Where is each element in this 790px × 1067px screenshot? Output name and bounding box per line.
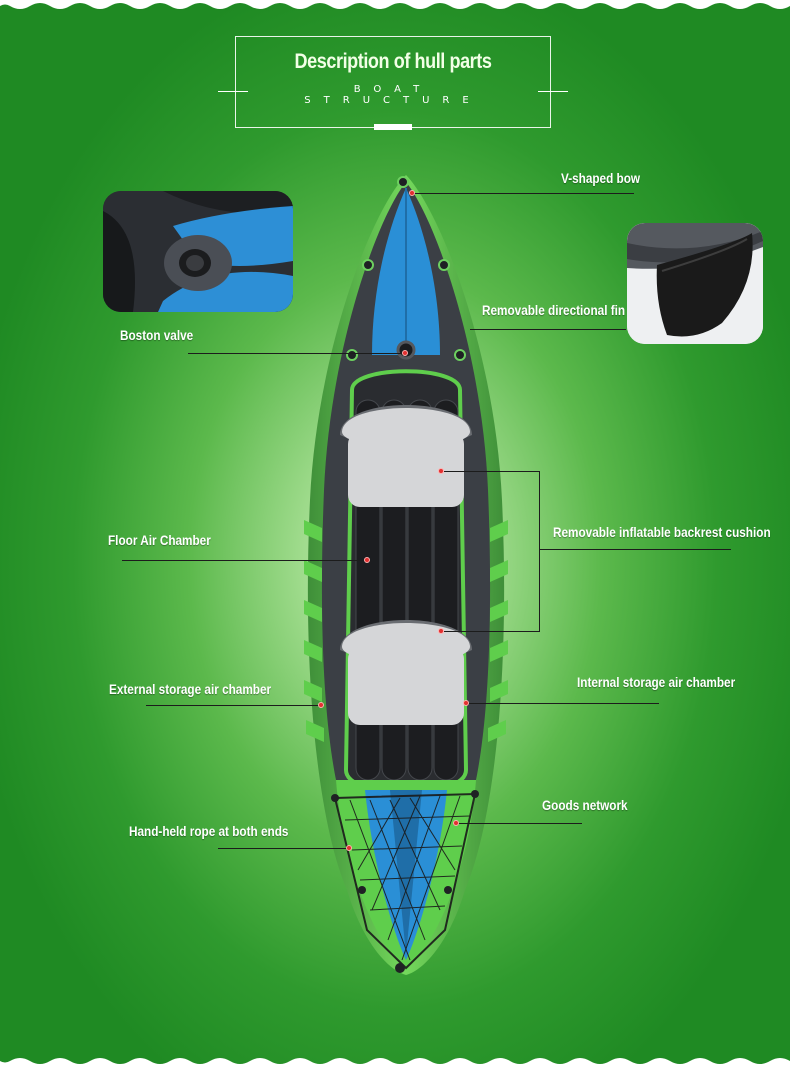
marker-floor-air-chamber <box>364 557 370 563</box>
leader-directional-fin <box>470 329 626 330</box>
directional-fin-closeup-image <box>627 223 763 344</box>
leader-backrest-lower <box>444 631 540 632</box>
boston-valve-closeup-image <box>103 191 293 312</box>
label-boston-valve: Boston valve <box>120 327 194 343</box>
marker-v-shaped-bow <box>409 190 415 196</box>
leader-v-shaped-bow <box>412 193 634 194</box>
label-hand-rope: Hand-held rope at both ends <box>129 823 289 839</box>
bottom-wave-border <box>0 1058 790 1067</box>
header-accent-bar <box>374 124 412 130</box>
label-directional-fin: Removable directional fin <box>482 302 626 318</box>
marker-boston-valve <box>402 350 408 356</box>
leader-internal-storage <box>466 703 659 704</box>
marker-external-storage <box>318 702 324 708</box>
leader-goods-network <box>456 823 582 824</box>
marker-hand-rope <box>346 845 352 851</box>
page-subtitle: BOAT STRUCTURE <box>304 84 482 106</box>
leader-external-storage <box>146 705 322 706</box>
leader-floor-air-chamber <box>122 560 368 561</box>
top-wave-border <box>0 0 790 9</box>
leader-backrest-vertical <box>539 471 540 632</box>
marker-goods-network <box>453 820 459 826</box>
leader-backrest-cushion <box>539 549 731 550</box>
page-title: Description of hull parts <box>294 50 492 73</box>
label-v-shaped-bow: V-shaped bow <box>561 170 641 186</box>
label-floor-air-chamber: Floor Air Chamber <box>108 532 211 548</box>
subtitle-rule-left <box>218 91 248 92</box>
marker-backrest-seat-2 <box>438 628 444 634</box>
label-goods-network: Goods network <box>542 797 628 813</box>
leader-boston-valve <box>188 353 405 354</box>
label-backrest-cushion: Removable inflatable backrest cushion <box>553 524 771 540</box>
label-internal-storage: Internal storage air chamber <box>577 674 736 690</box>
kayak-illustration <box>304 175 508 975</box>
marker-internal-storage <box>463 700 469 706</box>
subtitle-rule-right <box>538 91 568 92</box>
leader-backrest-upper <box>444 471 540 472</box>
header-subtitle-row: BOAT STRUCTURE <box>218 84 568 106</box>
label-external-storage: External storage air chamber <box>109 681 272 697</box>
marker-backrest-seat-1 <box>438 468 444 474</box>
leader-hand-rope <box>218 848 350 849</box>
